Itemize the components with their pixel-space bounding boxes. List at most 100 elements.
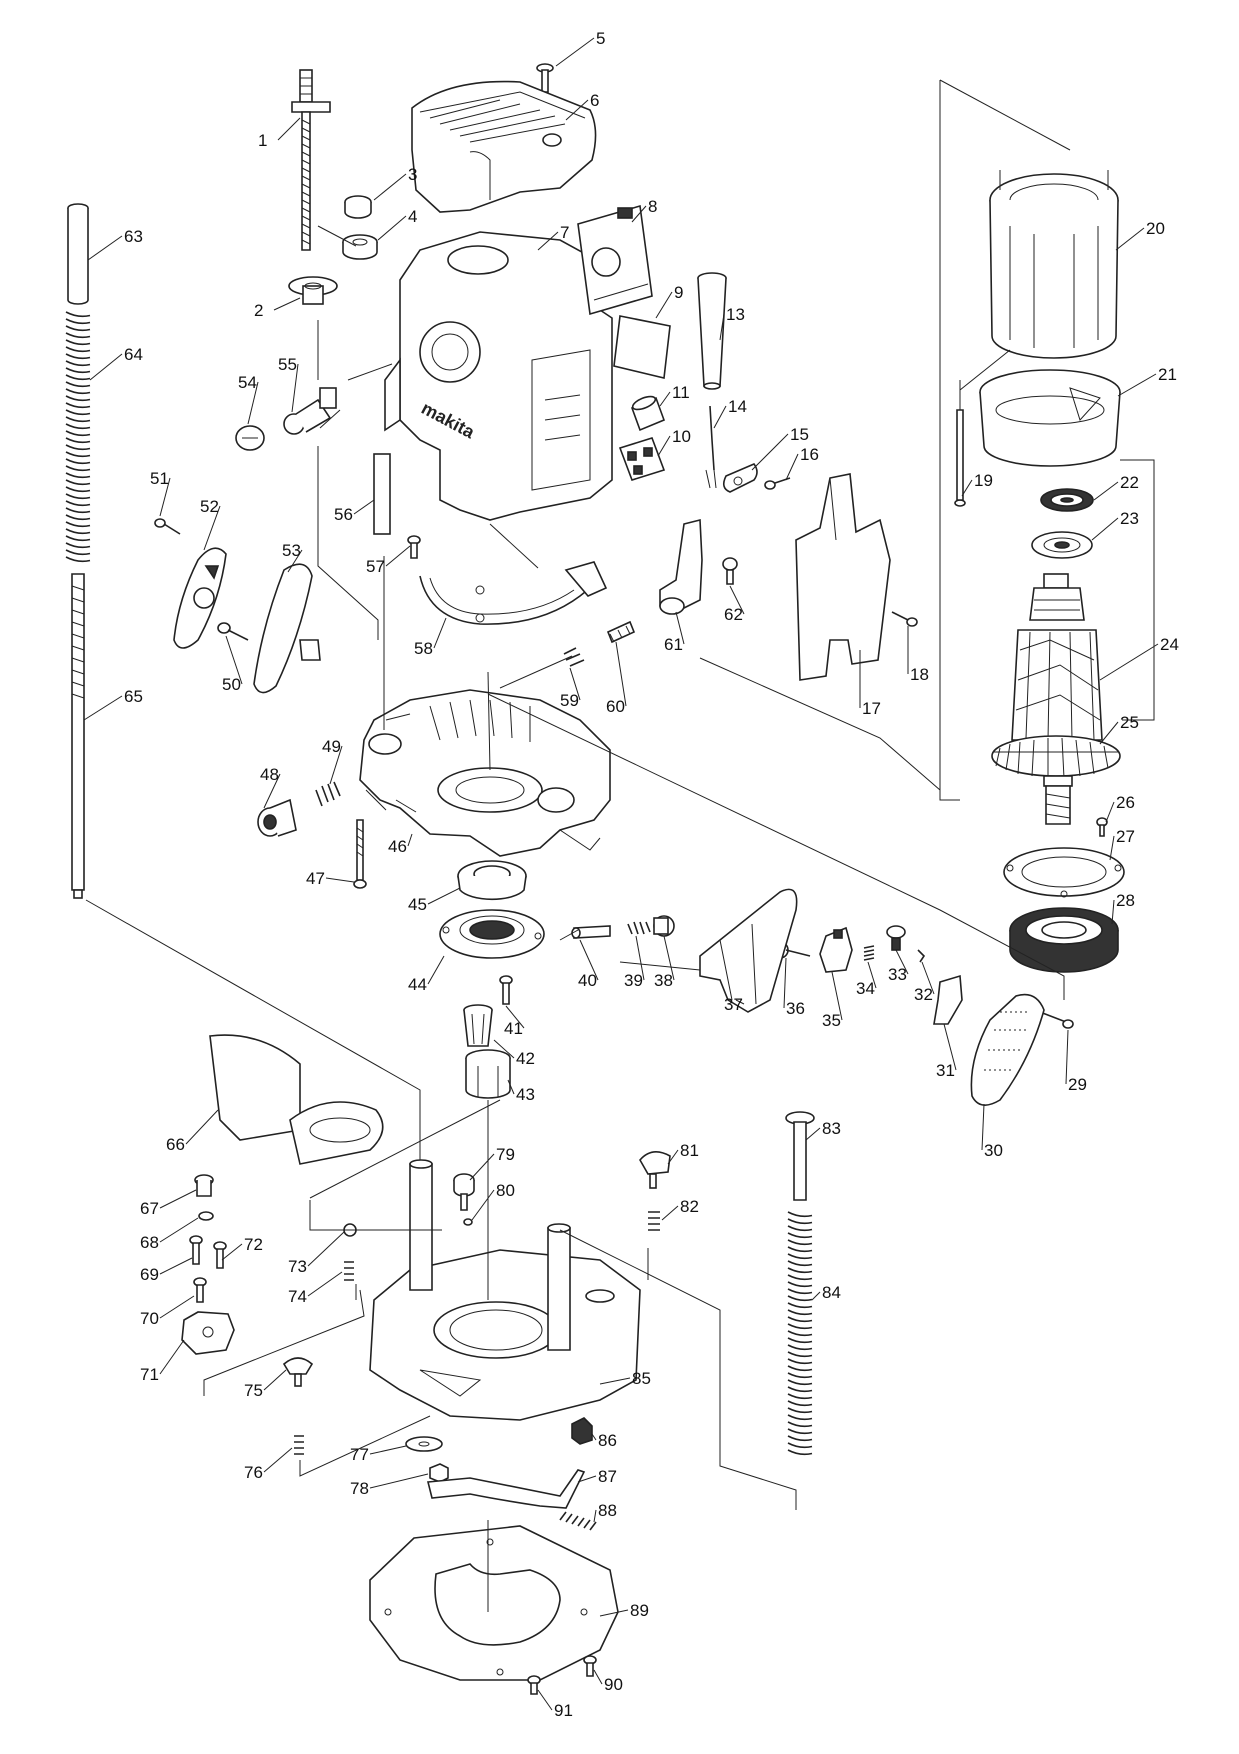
part-63-drawing [67, 203, 89, 305]
part-57-drawing [407, 535, 421, 559]
part-callout-32: 32 [914, 961, 935, 1004]
part-callout-50: 50 [222, 635, 243, 694]
part-number-label: 68 [140, 1233, 159, 1252]
part-number-label: 48 [260, 765, 279, 784]
part-callout-48: 48 [260, 765, 281, 809]
leader-line [867, 961, 877, 989]
part-number-label: 73 [288, 1257, 307, 1276]
part-callout-75: 75 [244, 1369, 287, 1400]
part-number-label: 81 [680, 1141, 699, 1160]
part-30-drawing [970, 993, 1045, 1106]
part-number-label: 39 [624, 971, 643, 990]
leader-line [579, 939, 599, 981]
part-68-drawing [198, 1211, 214, 1221]
leader-line [537, 1689, 553, 1711]
part-71-drawing [181, 1311, 235, 1355]
part-number-label: 37 [724, 995, 743, 1014]
leader-line [469, 1153, 495, 1181]
part-number-label: 82 [680, 1197, 699, 1216]
part-number-label: 60 [606, 697, 625, 716]
part-1-drawing [291, 69, 331, 251]
part-callout-37: 37 [724, 995, 745, 1014]
part-59-drawing [563, 647, 585, 667]
part-callout-46: 46 [388, 833, 413, 856]
leader-line [263, 1447, 293, 1473]
part-41-drawing [499, 975, 513, 1005]
part-callout-56: 56 [334, 499, 375, 524]
part-number-label: 85 [632, 1369, 651, 1388]
part-number-label: 44 [408, 975, 427, 994]
leader-line [433, 617, 447, 649]
leader-line [221, 1243, 243, 1261]
part-number-label: 46 [388, 837, 407, 856]
leader-line [961, 479, 973, 497]
part-number-label: 21 [1158, 365, 1177, 384]
leader-line [599, 1377, 631, 1385]
part-18-drawing [891, 611, 918, 627]
part-13-drawing [697, 272, 727, 390]
part-callout-21: 21 [1117, 365, 1177, 397]
part-32-drawing [917, 949, 926, 963]
part-44-drawing [439, 909, 545, 959]
leader-line [555, 37, 595, 67]
part-callout-79: 79 [469, 1145, 515, 1181]
part-number-label: 15 [790, 425, 809, 444]
part-6-drawing [411, 80, 597, 213]
part-callout-16: 16 [785, 445, 819, 481]
part-72-drawing [213, 1241, 227, 1269]
part-number-label: 27 [1116, 827, 1135, 846]
part-callout-49: 49 [322, 737, 343, 785]
part-61-drawing [659, 518, 703, 615]
part-24-drawing [1011, 573, 1103, 741]
part-callout-64: 64 [89, 345, 143, 381]
part-70-drawing [193, 1277, 207, 1303]
part-4-drawing [342, 234, 378, 260]
part-23-drawing [1031, 531, 1093, 559]
part-callout-23: 23 [1091, 509, 1139, 541]
leader-line [537, 231, 559, 251]
part-callout-5: 5 [555, 29, 605, 67]
part-number-label: 28 [1116, 891, 1135, 910]
part-callout-38: 38 [654, 935, 675, 990]
part-number-label: 77 [350, 1445, 369, 1464]
part-number-label: 89 [630, 1601, 649, 1620]
part-84-drawing [787, 1211, 813, 1456]
leader-line [675, 611, 685, 645]
part-number-label: 51 [150, 469, 169, 488]
part-number-label: 22 [1120, 473, 1139, 492]
part-callout-26: 26 [1105, 793, 1135, 823]
part-51-drawing [154, 518, 181, 535]
leader-line [659, 391, 671, 407]
leader-line [663, 935, 675, 981]
part-number-label: 65 [124, 687, 143, 706]
part-53-drawing [253, 563, 321, 694]
leader-line [1105, 801, 1115, 823]
leader-line [1117, 373, 1157, 397]
part-callout-53: 53 [282, 541, 303, 573]
part-14-drawing [705, 405, 717, 489]
part-callout-7: 7 [537, 223, 569, 251]
part-number-label: 78 [350, 1479, 369, 1498]
part-callout-62: 62 [724, 585, 745, 624]
part-number-label: 45 [408, 895, 427, 914]
part-56-drawing [373, 453, 391, 535]
part-number-label: 63 [124, 227, 143, 246]
part-callout-69: 69 [140, 1257, 193, 1284]
leader-line [263, 1369, 287, 1391]
part-callout-55: 55 [278, 355, 299, 413]
leader-line [565, 99, 589, 121]
part-number-label: 25 [1120, 713, 1139, 732]
part-67-drawing [194, 1174, 214, 1197]
part-82-drawing [648, 1211, 660, 1231]
leader-line [203, 505, 221, 551]
part-86-drawing [571, 1417, 593, 1445]
part-number-label: 43 [516, 1085, 535, 1104]
part-callout-70: 70 [140, 1295, 195, 1328]
part-callout-68: 68 [140, 1217, 199, 1252]
part-callout-89: 89 [599, 1601, 649, 1620]
part-number-label: 52 [200, 497, 219, 516]
part-34-drawing [863, 945, 875, 961]
part-52-drawing [173, 547, 227, 649]
leader-line [593, 1669, 603, 1685]
